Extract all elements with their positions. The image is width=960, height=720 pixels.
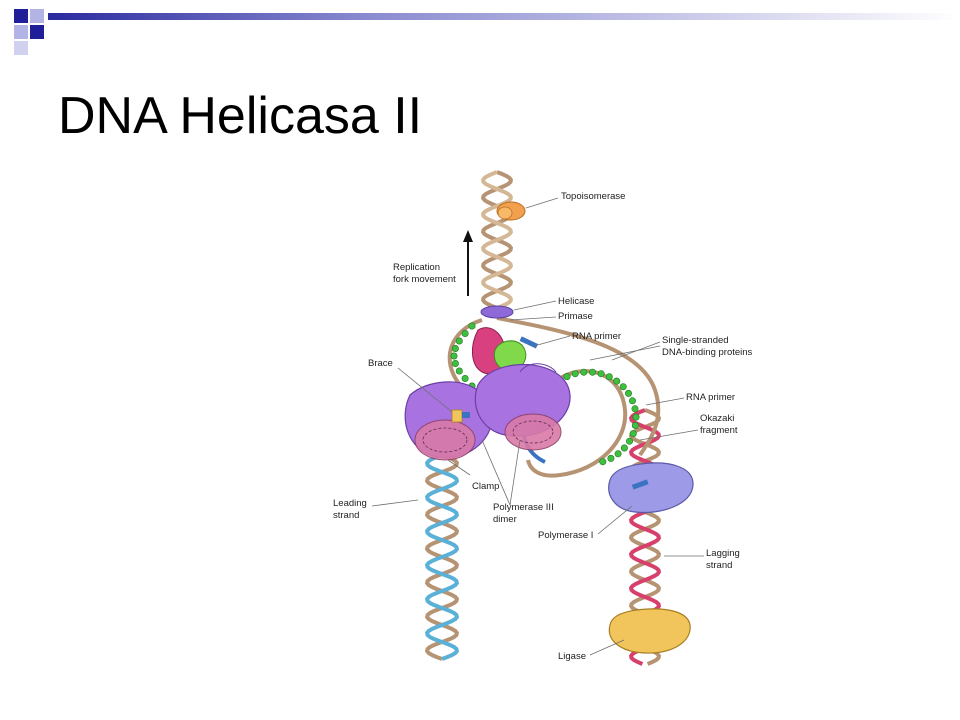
header-square-light <box>14 41 28 55</box>
ssb-protein-dot <box>455 337 463 345</box>
leading-strand-b <box>424 453 460 661</box>
leading-strand-helix <box>424 453 460 661</box>
label-leading-line1: Leading <box>333 498 367 509</box>
label-ssb-line2: DNA-binding proteins <box>662 347 753 358</box>
ssb-protein-dot <box>450 352 458 360</box>
header-gradient-bar <box>48 13 960 20</box>
ssb-protein-dot <box>619 383 627 391</box>
label-ligase: Ligase <box>558 651 586 662</box>
ssb-protein-dot <box>607 454 615 462</box>
parental-dna-helix <box>480 170 514 310</box>
ssb-protein-dot <box>631 421 639 429</box>
ssb-protein-dot <box>632 413 640 421</box>
label-rna-primer-top: RNA primer <box>572 331 621 342</box>
header-square-light <box>14 25 28 39</box>
ssb-protein-dot <box>588 368 596 376</box>
label-lagging-line1: Lagging <box>706 548 740 559</box>
header-square-light <box>30 9 44 23</box>
rna-primer-right-segment <box>631 479 649 490</box>
parental-strand-b <box>480 170 514 310</box>
ssb-protein-dot <box>455 367 463 375</box>
ssb-protein-dot <box>614 450 622 458</box>
lagging-loop-inner <box>526 369 628 478</box>
label-primase: Primase <box>558 311 593 322</box>
label-ssb-line1: Single-stranded <box>662 335 729 346</box>
ssb-protein-dot <box>451 344 459 352</box>
label-fork-movement-line2: fork movement <box>393 274 456 285</box>
topoisomerase-enzyme <box>496 201 526 221</box>
ssb-protein-dot <box>461 374 469 382</box>
label-lagging-line2: strand <box>706 560 732 571</box>
ssb-protein-dot <box>468 322 476 330</box>
ligase-enzyme <box>608 608 691 654</box>
slide-title: DNA Helicasa II <box>58 87 423 145</box>
header-square-dark <box>14 9 28 23</box>
ssb-protein-dot <box>613 377 621 385</box>
ssb-protein-dot <box>563 373 571 381</box>
label-fork-movement-line1: Replication <box>393 262 440 273</box>
ssb-protein-dot <box>451 359 459 367</box>
fork-movement-arrow <box>463 230 473 296</box>
label-clamp: Clamp <box>472 481 499 492</box>
ssb-protein-dot <box>571 370 579 378</box>
header-square-dark <box>30 25 44 39</box>
brace-protein <box>451 409 470 423</box>
label-leading-line2: strand <box>333 510 359 521</box>
ssb-protein-dot <box>599 458 607 466</box>
helicase-enzyme <box>480 305 514 319</box>
label-okazaki-line1: Okazaki <box>700 413 734 424</box>
primase-green-subunit <box>493 340 527 371</box>
label-topoisomerase: Topoisomerase <box>561 191 625 202</box>
lagging-single-strand-loop <box>496 316 661 457</box>
ssb-protein-dot <box>461 329 469 337</box>
ssb-protein-dot <box>628 397 636 405</box>
rna-primer-top-segment <box>519 336 539 349</box>
ssb-protein-dot <box>580 368 588 376</box>
ssb-protein-dot <box>597 370 605 378</box>
polymerase-i-enzyme <box>608 462 694 514</box>
ssb-protein-dot <box>631 405 639 413</box>
ssb-protein-dot <box>625 437 633 445</box>
ssb-protein-dot <box>605 373 613 381</box>
ssb-protein-dot <box>624 389 632 397</box>
label-leader-lines <box>371 197 704 656</box>
label-brace: Brace <box>368 358 393 369</box>
label-polymerase-iii-line2: dimer <box>493 514 517 525</box>
label-okazaki-line2: fragment <box>700 425 738 436</box>
label-polymerase-i: Polymerase I <box>538 530 593 541</box>
label-helicase: Helicase <box>558 296 594 307</box>
label-polymerase-iii-line1: Polymerase III <box>493 502 554 513</box>
label-rna-primer-right: RNA primer <box>686 392 735 403</box>
slide-header-bar <box>14 9 960 55</box>
ssb-protein-dot <box>620 444 628 452</box>
sliding-clamps <box>414 413 562 461</box>
ssb-protein-dot <box>629 430 637 438</box>
